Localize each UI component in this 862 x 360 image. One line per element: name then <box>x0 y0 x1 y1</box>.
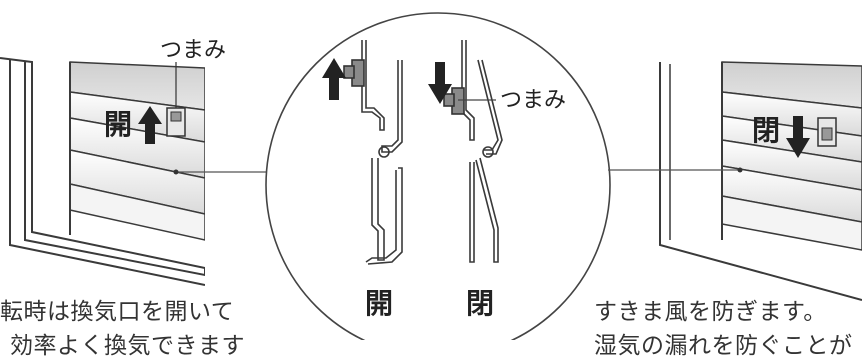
closed-down-arrow-icon <box>428 62 452 104</box>
up-arrow-icon <box>138 106 162 144</box>
left-caption-line1: 転時は換気口を開いて <box>0 299 235 325</box>
center-closed-label: 閉 <box>466 287 494 320</box>
left-state-label: 開 <box>104 108 132 141</box>
center-open-label: 開 <box>365 287 393 320</box>
ventilation-diagram: つまみ 開 <box>0 12 862 340</box>
open-section-diagram <box>343 40 403 265</box>
right-knob-icon <box>817 117 837 147</box>
zoom-circle <box>265 12 611 340</box>
right-state-label: 閉 <box>752 114 780 147</box>
right-caption-line1: すきま風を防ぎます。 <box>594 299 827 325</box>
left-knob-label: つまみ <box>160 38 226 63</box>
down-arrow-icon <box>786 116 810 158</box>
center-knob-label: つまみ <box>500 88 566 113</box>
left-caption-line2: 効率よく換気できます <box>10 333 245 359</box>
left-knob-icon <box>166 62 186 137</box>
right-window-panel <box>659 61 862 301</box>
open-up-arrow-icon <box>322 58 346 100</box>
right-caption-line2: 湿気の漏れを防ぐことが <box>594 333 853 359</box>
